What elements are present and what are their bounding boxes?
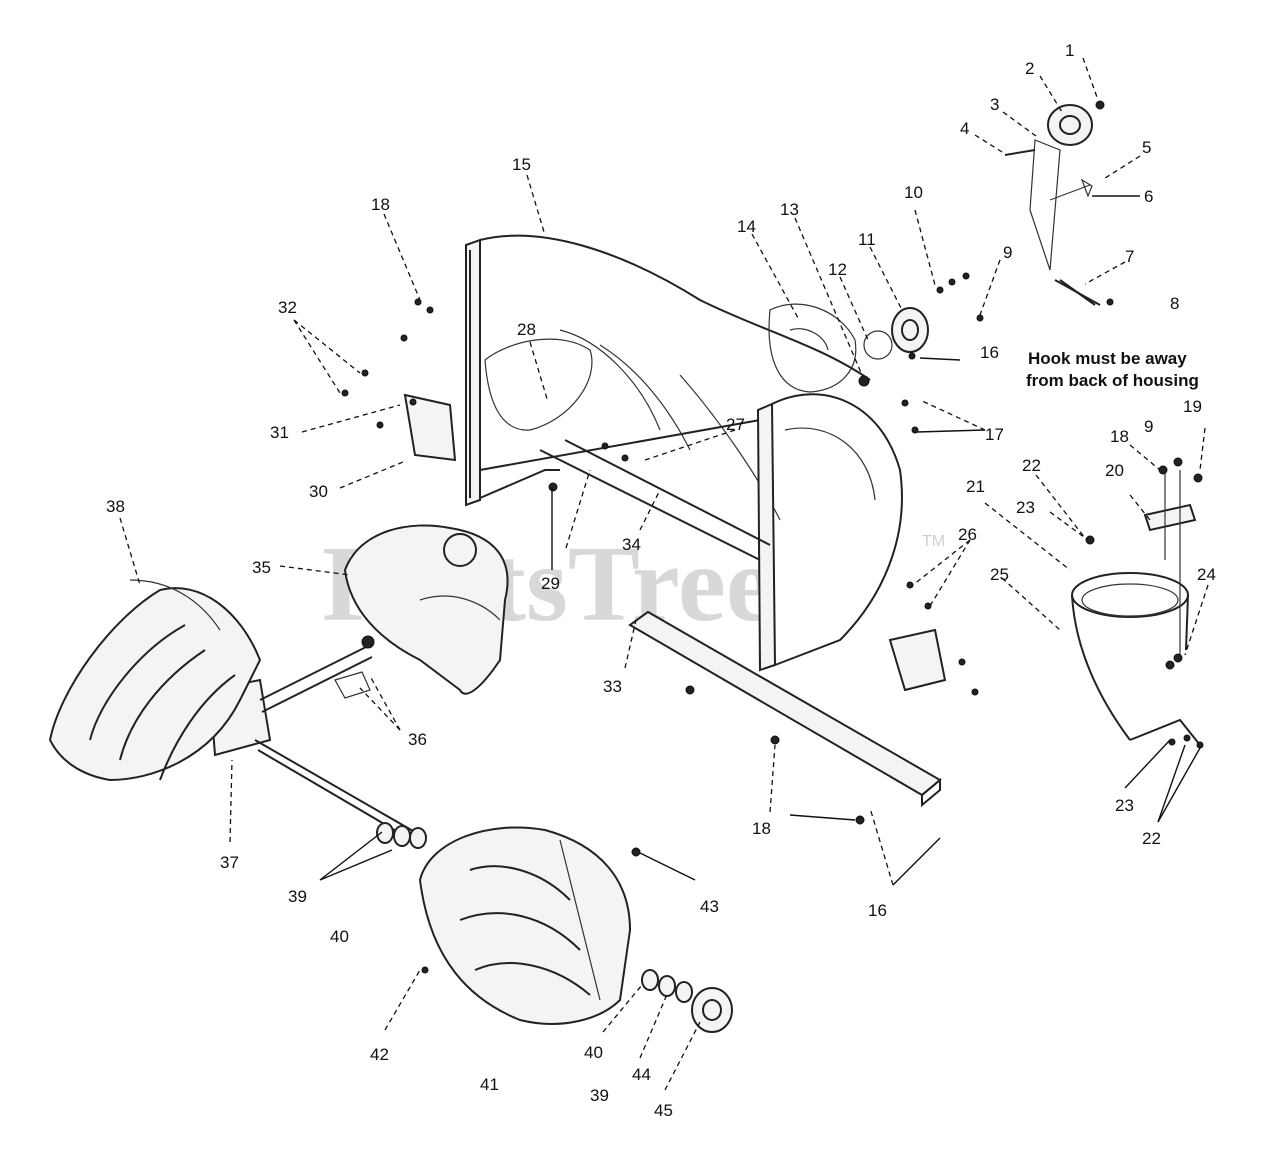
callout-32: 32: [278, 298, 297, 317]
callout-34: 34: [622, 535, 641, 554]
callout-41: 41: [480, 1075, 499, 1094]
pulley-bracket-assembly: [863, 100, 1114, 434]
callout-27: 27: [726, 415, 745, 434]
callout-1: 1: [1065, 41, 1074, 60]
callout-33: 33: [603, 677, 622, 696]
skid-shoe: [341, 298, 457, 462]
callout-22-top: 22: [1022, 456, 1041, 475]
callout-16-top: 16: [980, 343, 999, 362]
callout-3: 3: [990, 95, 999, 114]
callout-13: 13: [780, 200, 799, 219]
callout-18-bottom: 18: [752, 819, 771, 838]
right-auger: [418, 826, 733, 1033]
housing-bearing-bracket: [548, 442, 979, 696]
callout-2: 2: [1025, 59, 1034, 78]
callout-11: 11: [858, 230, 876, 249]
callout-36: 36: [408, 730, 427, 749]
callout-21: 21: [966, 477, 985, 496]
callout-23-bottom: 23: [1115, 796, 1134, 815]
callout-44: 44: [632, 1065, 651, 1084]
callout-29: 29: [541, 574, 560, 593]
callout-30: 30: [309, 482, 328, 501]
callout-37: 37: [220, 853, 239, 872]
hook-note-line2: from back of housing: [1026, 371, 1199, 390]
callout-28: 28: [517, 320, 536, 339]
hook-note-line1: Hook must be away: [1028, 349, 1187, 368]
callout-39-bottom: 39: [590, 1086, 609, 1105]
callout-19: 19: [1183, 397, 1202, 416]
callout-18-chute: 18: [1110, 427, 1129, 446]
impeller: [343, 524, 509, 695]
callout-10: 10: [904, 183, 923, 202]
callout-45: 45: [654, 1101, 673, 1120]
watermark-trademark: TM: [922, 533, 945, 550]
callout-40-bottom: 40: [584, 1043, 603, 1062]
chute-base-assembly: [1071, 457, 1204, 749]
left-auger: [48, 579, 262, 782]
callout-7: 7: [1125, 247, 1134, 266]
callout-9-top: 9: [1003, 243, 1012, 262]
callout-39-left: 39: [288, 887, 307, 906]
callout-16-bottom: 16: [868, 901, 887, 920]
callout-38: 38: [106, 497, 125, 516]
callout-23-top: 23: [1016, 498, 1035, 517]
callout-22-bottom: 22: [1142, 829, 1161, 848]
shave-plate: [628, 610, 942, 825]
callout-4: 4: [960, 119, 969, 138]
callout-17: 17: [985, 425, 1004, 444]
callout-35: 35: [252, 558, 271, 577]
callout-24: 24: [1197, 565, 1216, 584]
callout-42: 42: [370, 1045, 389, 1064]
callout-12: 12: [828, 260, 847, 279]
leader-lines: [119, 57, 1209, 1091]
callout-31: 31: [270, 423, 289, 442]
callout-14: 14: [737, 217, 756, 236]
callout-43: 43: [700, 897, 719, 916]
callout-6: 6: [1144, 187, 1153, 206]
callout-numbers: 1 2 3 4 5 6 7 8 9 10 11 12 13 14 15 16 1…: [106, 41, 1216, 1120]
auger-housing: [465, 234, 903, 672]
callout-8: 8: [1170, 294, 1179, 313]
callout-9-chute: 9: [1144, 417, 1153, 436]
callout-15: 15: [512, 155, 531, 174]
callout-5: 5: [1142, 138, 1151, 157]
callout-40-left: 40: [330, 927, 349, 946]
callout-18-left: 18: [371, 195, 390, 214]
callout-26: 26: [958, 525, 977, 544]
callout-20: 20: [1105, 461, 1124, 480]
callout-25: 25: [990, 565, 1009, 584]
